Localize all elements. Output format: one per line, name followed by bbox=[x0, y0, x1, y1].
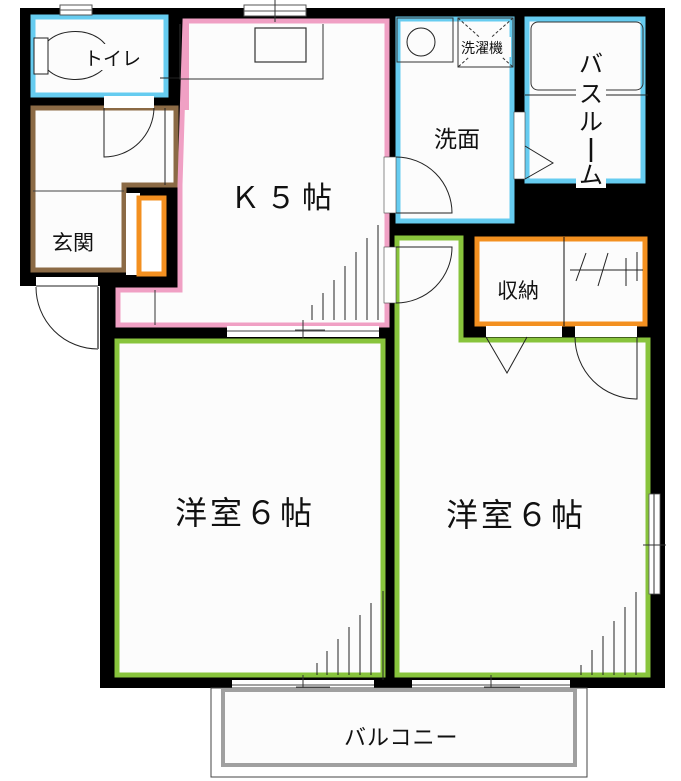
room-storage: 収納 bbox=[474, 236, 648, 327]
folding-door-icon bbox=[524, 145, 554, 180]
stairs-lines bbox=[580, 592, 637, 675]
room-entrance: 玄関 bbox=[30, 96, 179, 277]
door-opening bbox=[104, 96, 154, 108]
balcony-windows[interactable] bbox=[232, 675, 570, 697]
balcony-label: バルコニー bbox=[344, 726, 459, 751]
bathroom-label-2: ス bbox=[579, 80, 603, 108]
room-bedroom-left: 洋室６帖 bbox=[114, 338, 386, 680]
room-toilet: トイレ bbox=[30, 4, 200, 98]
door-swing-icon bbox=[574, 336, 638, 400]
kitchen-counter bbox=[179, 24, 324, 80]
washbasin bbox=[396, 17, 454, 63]
door-swing-icon bbox=[395, 246, 453, 304]
room-bathroom: バ ス ル ム bbox=[513, 16, 648, 189]
bedroom-right-label: 洋室６帖 bbox=[446, 496, 586, 534]
storage-label: 収納 bbox=[497, 279, 539, 303]
bathroom-label-5: ム bbox=[579, 161, 603, 189]
washroom-label: 洗面 bbox=[434, 127, 480, 153]
room-kitchen: Ｋ５帖 bbox=[115, 0, 390, 342]
door-opening bbox=[383, 246, 397, 304]
stairs-lines bbox=[316, 591, 384, 680]
shoe-cabinet bbox=[136, 195, 167, 277]
hanger-rod-icon bbox=[570, 252, 643, 287]
bathroom-label-3: ル bbox=[579, 108, 603, 136]
bathroom-door bbox=[513, 111, 526, 180]
toilet-tank-icon bbox=[33, 37, 49, 75]
stairs-lines bbox=[311, 225, 379, 320]
washing-machine: 洗濯機 bbox=[457, 17, 514, 68]
door-swing-icon bbox=[103, 107, 155, 158]
folding-door-icon bbox=[485, 336, 528, 375]
toilet-label: トイレ bbox=[84, 48, 141, 70]
room-washroom: 洗濯機 洗面 bbox=[383, 16, 515, 224]
washing-machine-label: 洗濯機 bbox=[461, 41, 503, 57]
bathroom-label-1: バ bbox=[579, 50, 603, 78]
door-swing-icon bbox=[395, 156, 453, 214]
door-swing-icon bbox=[35, 286, 99, 350]
sink-icon bbox=[254, 27, 307, 63]
washbasin-icon bbox=[406, 27, 436, 57]
room-balcony: バルコニー bbox=[210, 687, 588, 778]
door-opening bbox=[383, 156, 397, 214]
front-door[interactable] bbox=[35, 277, 99, 350]
entrance-label: 玄関 bbox=[52, 231, 94, 255]
storage-sliding-door bbox=[486, 326, 562, 337]
kitchen-label: Ｋ５帖 bbox=[230, 181, 338, 216]
bedroom-left-label: 洋室６帖 bbox=[175, 494, 315, 532]
room-bedroom-right: 洋室６帖 bbox=[383, 235, 666, 678]
